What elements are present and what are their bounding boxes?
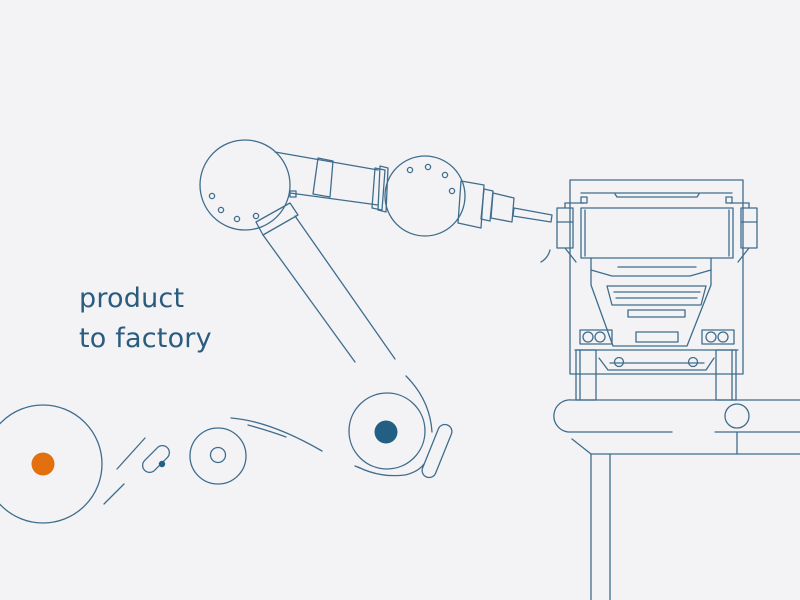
orange-hub	[31, 452, 55, 476]
wheels	[0, 404, 323, 524]
headline: product to factory	[79, 279, 212, 359]
base-joint-hub	[374, 420, 398, 444]
shoulder-joint	[199, 139, 291, 231]
pill-link	[141, 444, 171, 474]
base-joint	[348, 392, 426, 470]
truck	[540, 179, 758, 401]
headline-line-2: to factory	[79, 323, 212, 354]
conveyor-table	[553, 399, 800, 600]
robot-arm	[199, 139, 553, 479]
large-wheel	[0, 404, 103, 524]
medium-wheel	[189, 427, 247, 485]
elbow-joint	[384, 155, 466, 237]
headline-line-1: product	[79, 283, 185, 314]
